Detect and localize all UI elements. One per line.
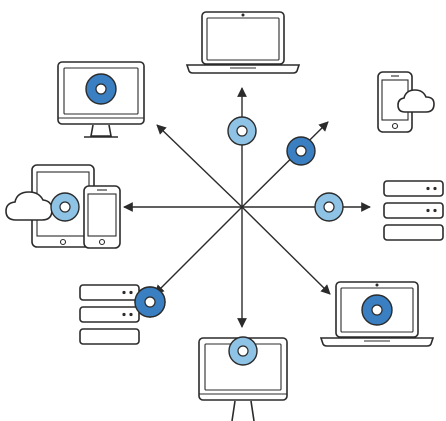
arrow-down-right [241, 206, 331, 295]
disc-on-tablet [50, 192, 80, 222]
disc-right [314, 192, 344, 222]
server-rack-icon [383, 180, 444, 241]
cloud-icon [397, 89, 435, 113]
disc-up-right [286, 136, 316, 166]
disc-on-monitor-bottom [228, 336, 258, 366]
laptop-icon-bottom-right [319, 281, 435, 347]
arrow-down-left [154, 206, 243, 295]
arrows [123, 87, 371, 328]
desktop-monitor-icon [57, 61, 145, 138]
laptop-icon [185, 11, 301, 74]
disc-up [227, 116, 257, 146]
server-rack-icon-left [79, 284, 140, 345]
desktop-monitor-icon-bottom [198, 337, 288, 421]
arrow-up-left [156, 124, 243, 208]
smartphone-cloud-icon [377, 71, 435, 133]
disc-on-server-left [134, 286, 166, 318]
arrow-up-right [241, 121, 329, 208]
